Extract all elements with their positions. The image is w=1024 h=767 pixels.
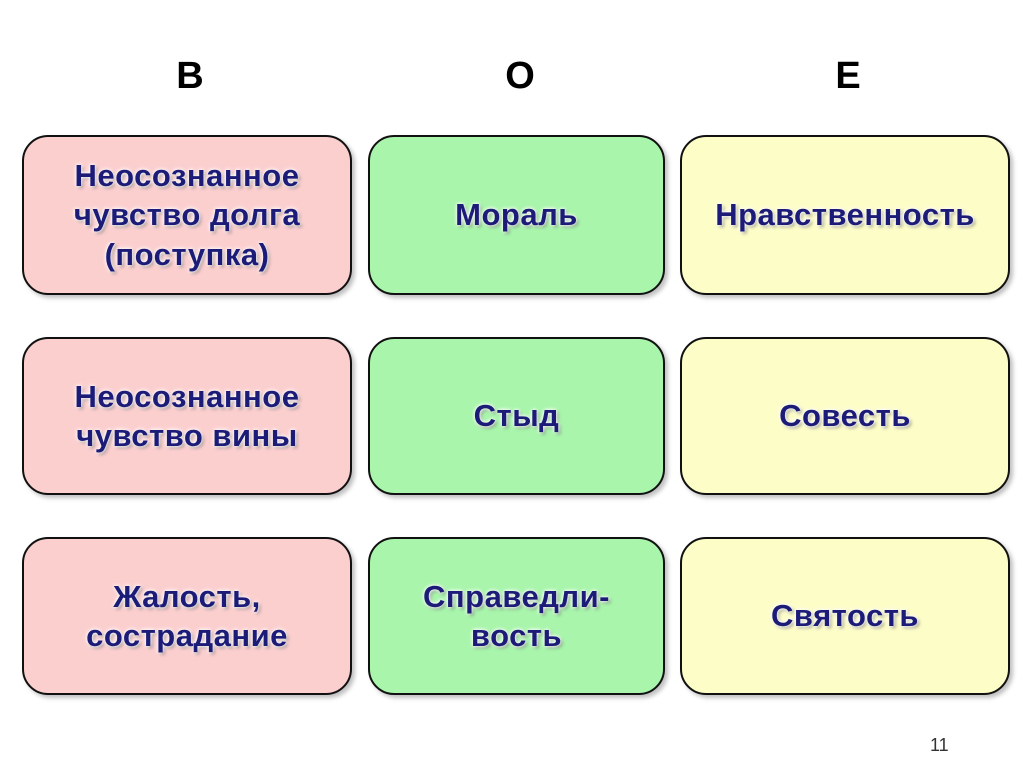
cell-text: Совесть xyxy=(779,398,911,434)
cell-text: Стыд xyxy=(473,398,560,434)
cell-r2-c3: Совесть xyxy=(680,337,1010,495)
column-header-v: В xyxy=(176,55,204,97)
cell-text: Справедли- вость xyxy=(423,578,610,653)
cell-text: Неосознанное чувство вины xyxy=(74,378,300,453)
page-number: 11 xyxy=(930,735,949,755)
column-header-o: О xyxy=(505,55,535,97)
cell-r1-c3: Нравственность xyxy=(680,135,1010,295)
cell-r3-c3: Святость xyxy=(680,537,1010,695)
cell-text: Святость xyxy=(771,598,919,634)
cell-text: Нравственность xyxy=(715,197,975,233)
cell-r3-c2: Справедли- вость xyxy=(368,537,665,695)
cell-r2-c2: Стыд xyxy=(368,337,665,495)
cell-text: Мораль xyxy=(455,197,578,233)
column-header-e: Е xyxy=(835,55,861,97)
cell-r1-c2: Мораль xyxy=(368,135,665,295)
cell-r2-c1: Неосознанное чувство вины xyxy=(22,337,352,495)
cell-text: Неосознанное чувство долга (поступка) xyxy=(73,157,301,272)
cell-text: Жалость, сострадание xyxy=(86,578,288,653)
cell-r3-c1: Жалость, сострадание xyxy=(22,537,352,695)
cell-r1-c1: Неосознанное чувство долга (поступка) xyxy=(22,135,352,295)
